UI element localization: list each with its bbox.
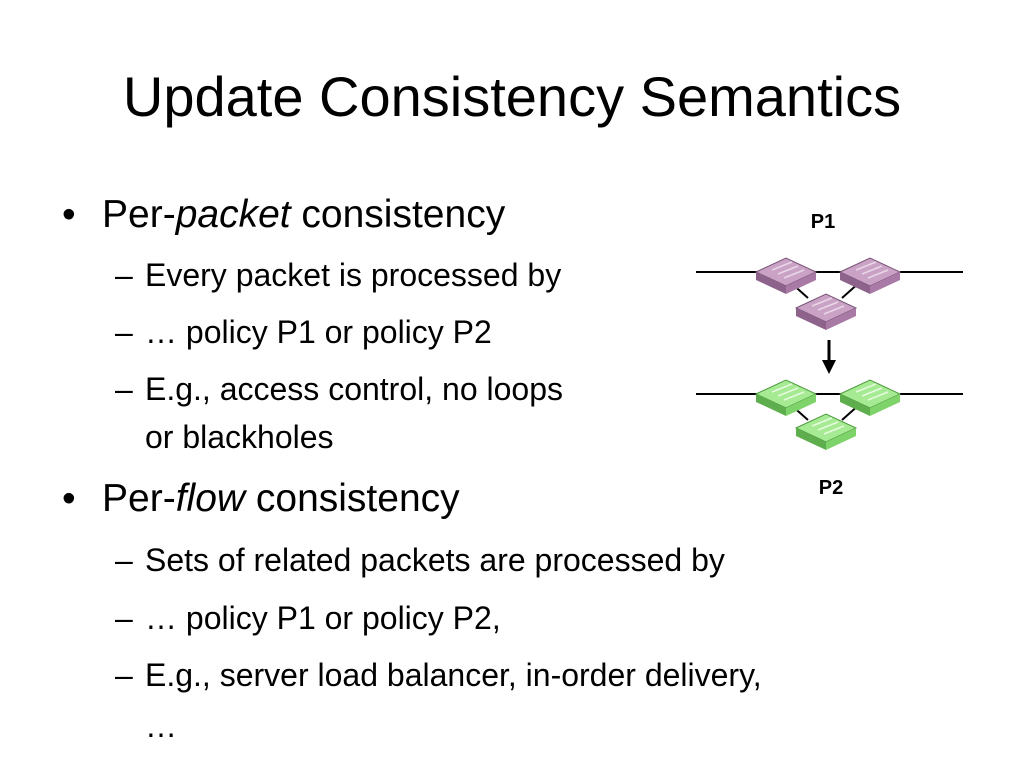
bullet-per-packet: • Per-packet consistency <box>62 193 622 237</box>
bullet-dot: • <box>62 193 76 236</box>
sub-bullet-text: E.g., access control, no loops <box>145 371 563 407</box>
sub-bullet-text: … <box>145 708 177 744</box>
dash-marker: – <box>115 257 133 293</box>
bullet-emphasis: packet <box>175 193 291 236</box>
p1-switch <box>838 257 902 294</box>
bullet-emphasis: flow <box>175 477 246 520</box>
bullet-per-flow: • Per-flow consistency <box>62 477 622 521</box>
bullet-prefix: Per- <box>102 193 176 236</box>
diagram-svg: P1 <box>696 211 963 499</box>
p1-switch <box>754 257 818 294</box>
sub-bullet: – … policy P1 or policy P2, <box>115 598 975 638</box>
p2-switch <box>754 379 818 416</box>
policy-update-diagram: P1 <box>690 200 970 510</box>
sub-bullet-text: Every packet is processed by <box>145 257 562 293</box>
bullet-suffix: consistency <box>245 477 460 520</box>
sub-bullet-text: … policy P1 or policy P2, <box>145 600 501 636</box>
bullet-prefix: Per- <box>102 477 176 520</box>
p2-switch <box>794 413 858 450</box>
sub-bullet: – Every packet is processed by <box>115 255 685 295</box>
down-arrow-icon <box>822 340 836 374</box>
bullet-dot: • <box>62 477 76 520</box>
dash-marker: – <box>115 657 133 693</box>
sub-bullet-text: Sets of related packets are processed by <box>145 542 725 578</box>
dash-marker: – <box>115 600 133 636</box>
dash-marker: – <box>115 314 133 350</box>
bullet-text: Per-packet consistency <box>102 193 505 237</box>
p1-label: P1 <box>811 211 835 233</box>
sub-bullet-text: … policy P1 or policy P2 <box>145 314 492 350</box>
bullet-text: Per-flow consistency <box>102 477 460 521</box>
sub-bullet: – E.g., access control, no loops <box>115 369 685 409</box>
sub-bullet: – … policy P1 or policy P2 <box>115 312 685 352</box>
sub-bullet-text: or blackholes <box>145 419 334 455</box>
bullet-suffix: consistency <box>290 193 506 236</box>
sub-bullet: – E.g., server load balancer, in-order d… <box>115 655 975 695</box>
p2-switch <box>838 379 902 416</box>
slide-title: Update Consistency Semantics <box>122 65 902 128</box>
p1-links <box>696 271 963 299</box>
sub-bullet-continuation: … <box>115 706 975 746</box>
p1-switch <box>794 293 858 330</box>
sub-bullet-text: E.g., server load balancer, in-order del… <box>145 657 762 693</box>
dash-marker: – <box>115 371 133 407</box>
sub-bullet: – Sets of related packets are processed … <box>115 540 975 580</box>
p2-label: P2 <box>819 477 843 499</box>
sub-bullet-continuation: or blackholes <box>115 417 685 457</box>
dash-marker: – <box>115 542 133 578</box>
